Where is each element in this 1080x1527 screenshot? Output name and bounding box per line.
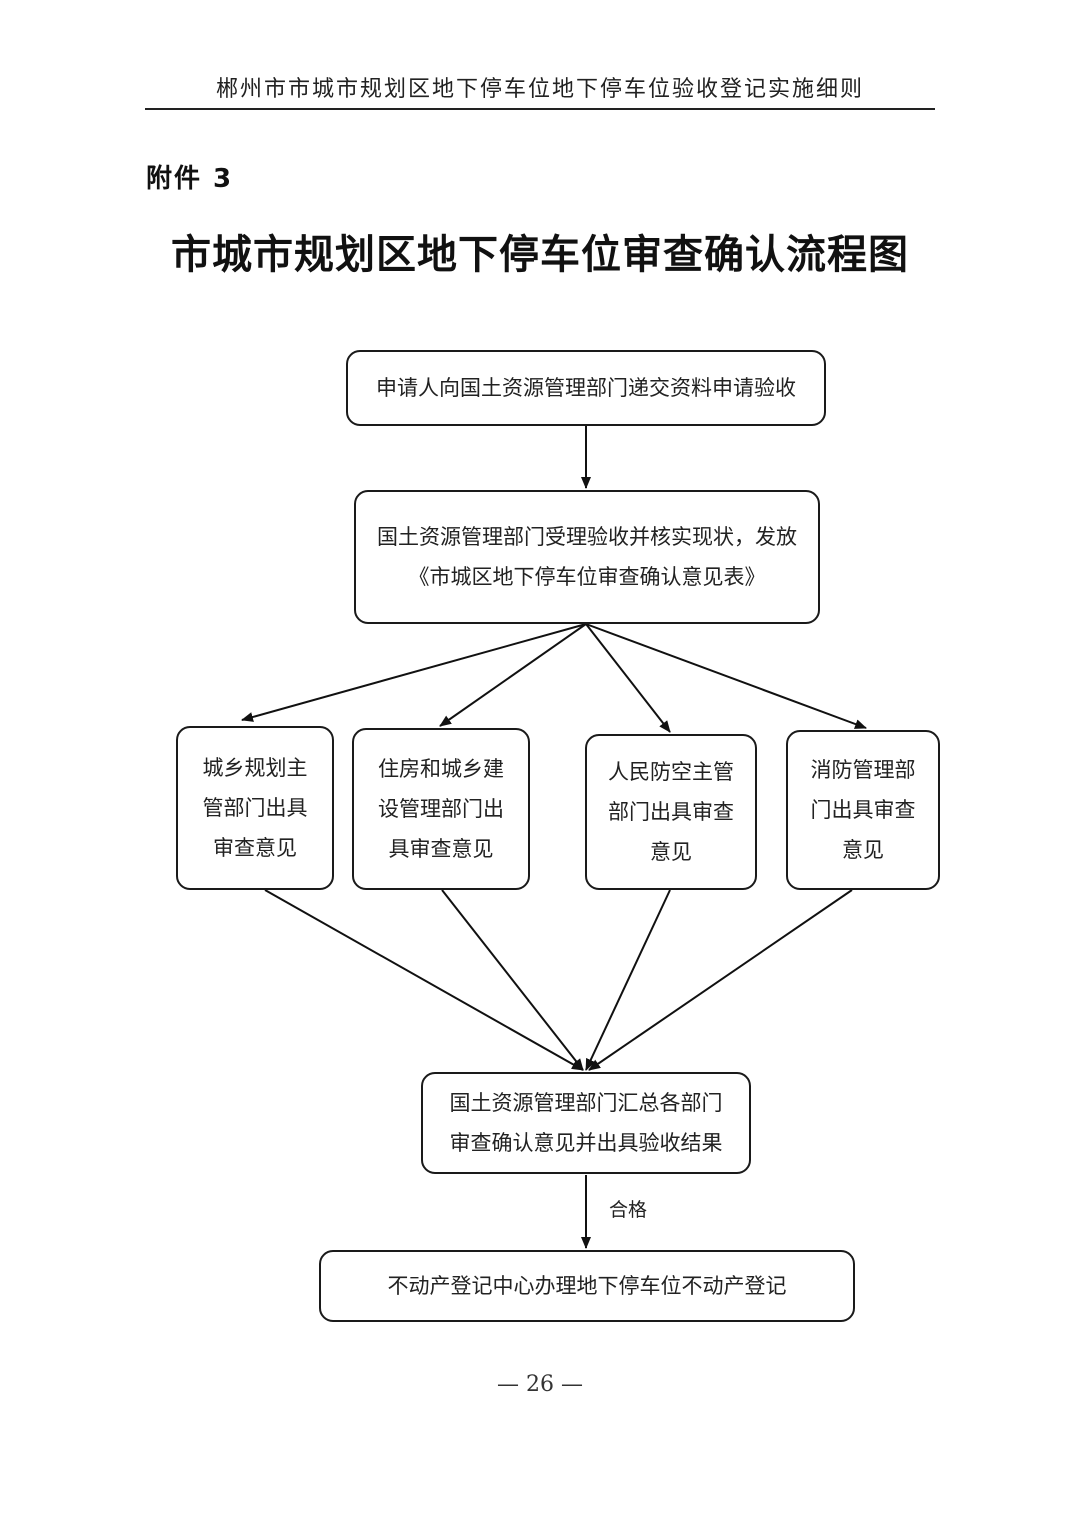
arrow-to-housing xyxy=(439,623,587,727)
page-number: — 26 — xyxy=(497,1372,583,1397)
dept-fire-line2: 门出具审查 xyxy=(810,798,916,822)
pass-label: 合格 xyxy=(609,1199,648,1221)
flow-step-apply: 申请人向国土资源管理部门递交资料申请验收 xyxy=(346,350,826,426)
flow-step-accept: 国土资源管理部门受理验收并核实现状，发放 《市城区地下停车位审查确认意见表》 xyxy=(354,490,820,624)
flow-step-apply-text: 申请人向国土资源管理部门递交资料申请验收 xyxy=(376,376,796,400)
dept-planning-box: 城乡规划主 管部门出具 审查意见 xyxy=(176,726,334,890)
flow-step-register-text: 不动产登记中心办理地下停车位不动产登记 xyxy=(387,1274,787,1298)
dept-housing-line3: 具审查意见 xyxy=(388,837,494,861)
dept-housing-line2: 设管理部门出 xyxy=(378,797,504,821)
running-header: 郴州市市城市规划区地下停车位地下停车位验收登记实施细则 xyxy=(145,72,935,110)
dept-housing-box: 住房和城乡建 设管理部门出 具审查意见 xyxy=(352,728,530,890)
flow-step-register: 不动产登记中心办理地下停车位不动产登记 xyxy=(319,1250,855,1322)
page-title: 市城市规划区地下停车位审查确认流程图 xyxy=(171,231,909,278)
arrow-planning-to-step4 xyxy=(264,889,584,1071)
dept-civil-defense-line1: 人民防空主管 xyxy=(608,760,734,784)
arrow-to-fire xyxy=(585,623,867,729)
flow-step-accept-line2: 《市城区地下停车位审查确认意见表》 xyxy=(408,565,766,589)
arrow-to-civil-defense xyxy=(585,623,671,733)
arrow-to-planning xyxy=(241,623,587,722)
flow-step-summarize-line1: 国土资源管理部门汇总各部门 xyxy=(449,1091,723,1115)
dept-fire-box: 消防管理部 门出具审查 意见 xyxy=(786,730,940,890)
dept-fire-line1: 消防管理部 xyxy=(810,758,916,782)
arrow-fire-to-step4 xyxy=(588,889,853,1071)
dept-civil-defense-line2: 部门出具审查 xyxy=(608,800,734,824)
dept-planning-line1: 城乡规划主 xyxy=(202,756,308,780)
dept-civil-defense-line3: 意见 xyxy=(650,840,692,864)
flow-step-summarize-line2: 审查确认意见并出具验收结果 xyxy=(449,1131,723,1155)
flow-step-summarize: 国土资源管理部门汇总各部门 审查确认意见并出具验收结果 xyxy=(421,1072,751,1174)
arrow-housing-to-step4 xyxy=(441,889,584,1071)
attachment-label: 附件 3 xyxy=(146,164,234,194)
dept-fire-line3: 意见 xyxy=(842,838,884,862)
flow-step-accept-line1: 国土资源管理部门受理验收并核实现状，发放 xyxy=(377,525,797,549)
arrow-civil-defense-to-step4 xyxy=(585,889,671,1071)
dept-housing-line1: 住房和城乡建 xyxy=(378,757,504,781)
dept-planning-line3: 审查意见 xyxy=(213,836,297,860)
dept-civil-defense-box: 人民防空主管 部门出具审查 意见 xyxy=(585,734,757,890)
dept-planning-line2: 管部门出具 xyxy=(202,796,308,820)
